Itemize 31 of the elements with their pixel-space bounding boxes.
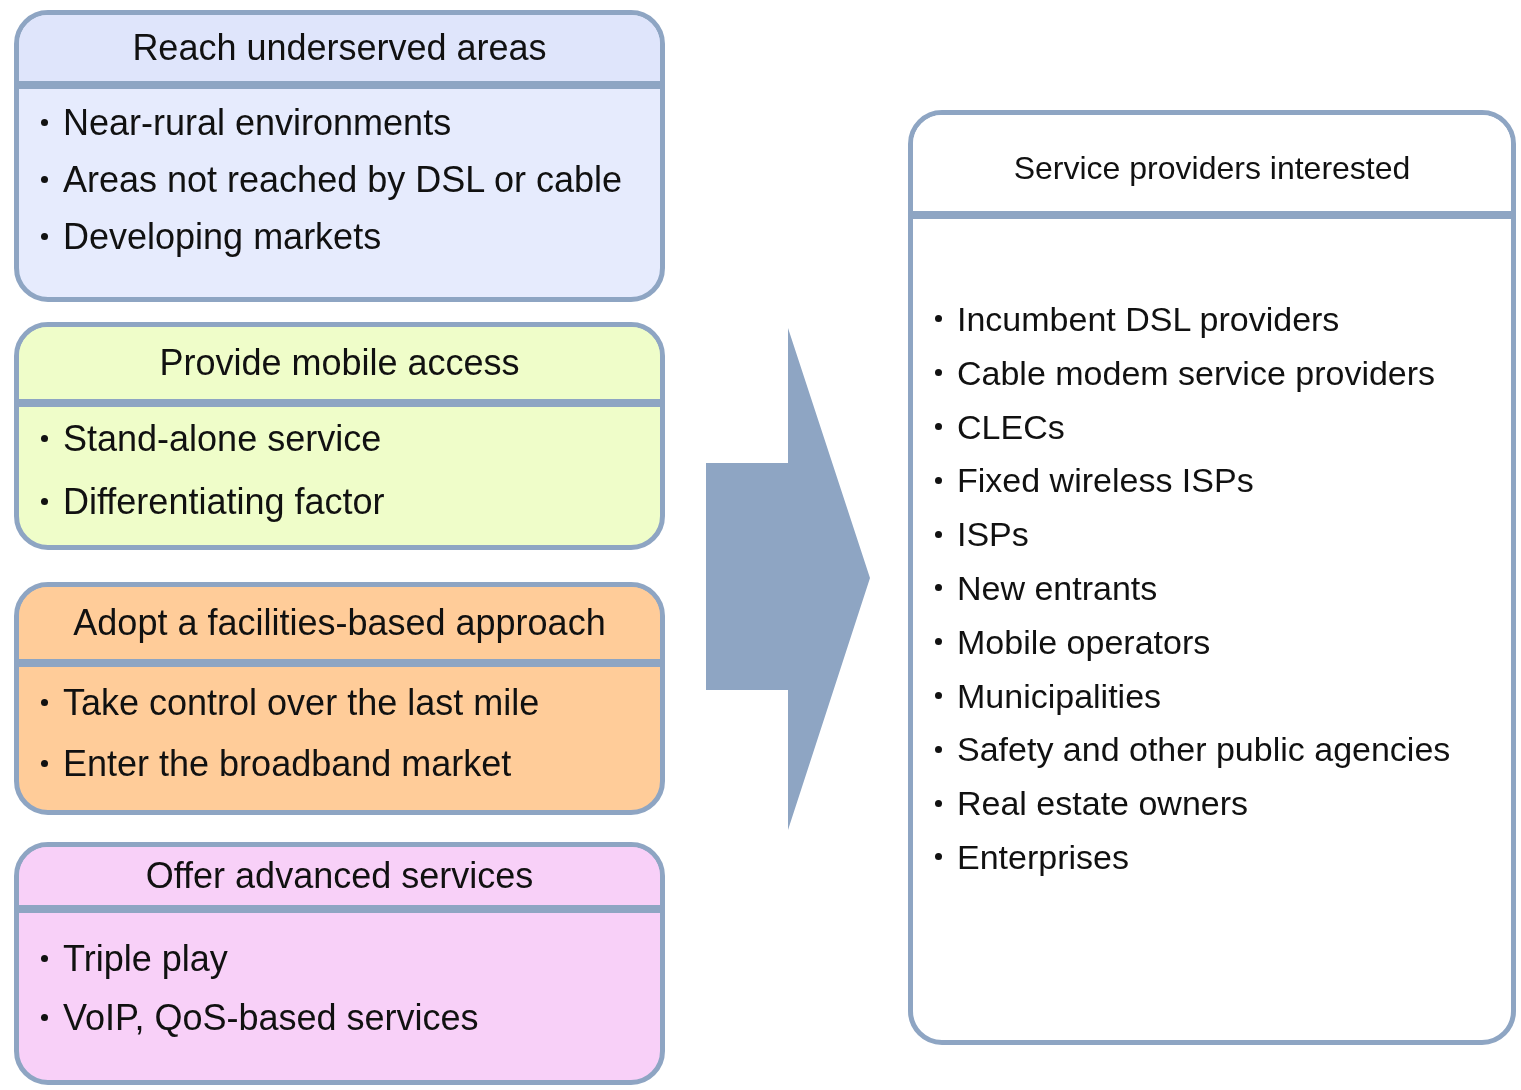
bullet-item: Safety and other public agencies bbox=[913, 729, 1511, 771]
bullet-item: Mobile operators bbox=[913, 621, 1511, 663]
bullet-item: Enter the broadband market bbox=[19, 742, 660, 786]
bullet-item: Enterprises bbox=[913, 836, 1511, 878]
list-card bbox=[14, 10, 665, 302]
card-heading: Reach underserved areas bbox=[132, 27, 547, 69]
bullet-item: Take control over the last mile bbox=[19, 681, 660, 725]
card-heading: Offer advanced services bbox=[145, 855, 534, 897]
bullet-item: CLECs bbox=[913, 406, 1511, 448]
bullet-item: New entrants bbox=[913, 568, 1511, 609]
bullet-item: Municipalities bbox=[913, 675, 1511, 717]
list-card bbox=[14, 842, 665, 1085]
bullet-item: VoIP, QoS-based services bbox=[19, 996, 660, 1040]
bullet-item: Fixed wireless ISPs bbox=[913, 460, 1511, 502]
bullet-item: Incumbent DSL providers bbox=[913, 299, 1511, 340]
list-card bbox=[14, 322, 665, 550]
bullet-item: Triple play bbox=[19, 937, 660, 981]
card-heading: Service providers interested bbox=[1013, 149, 1411, 187]
card-heading: Adopt a facilities-based approach bbox=[73, 602, 606, 644]
list-card bbox=[908, 110, 1516, 1045]
bullet-item: Developing markets bbox=[19, 215, 660, 259]
card-heading: Provide mobile access bbox=[159, 342, 520, 384]
bullet-item: Differentiating factor bbox=[19, 480, 660, 524]
bullet-item: ISPs bbox=[913, 514, 1511, 555]
bullet-item: Real estate owners bbox=[913, 783, 1511, 824]
bullet-item: Stand-alone service bbox=[19, 417, 660, 461]
list-card bbox=[14, 582, 665, 815]
block-arrow bbox=[706, 328, 870, 830]
bullet-item: Areas not reached by DSL or cable bbox=[19, 158, 660, 202]
bullet-item: Near-rural environments bbox=[19, 101, 660, 145]
bullet-item: Cable modem service providers bbox=[913, 352, 1511, 394]
